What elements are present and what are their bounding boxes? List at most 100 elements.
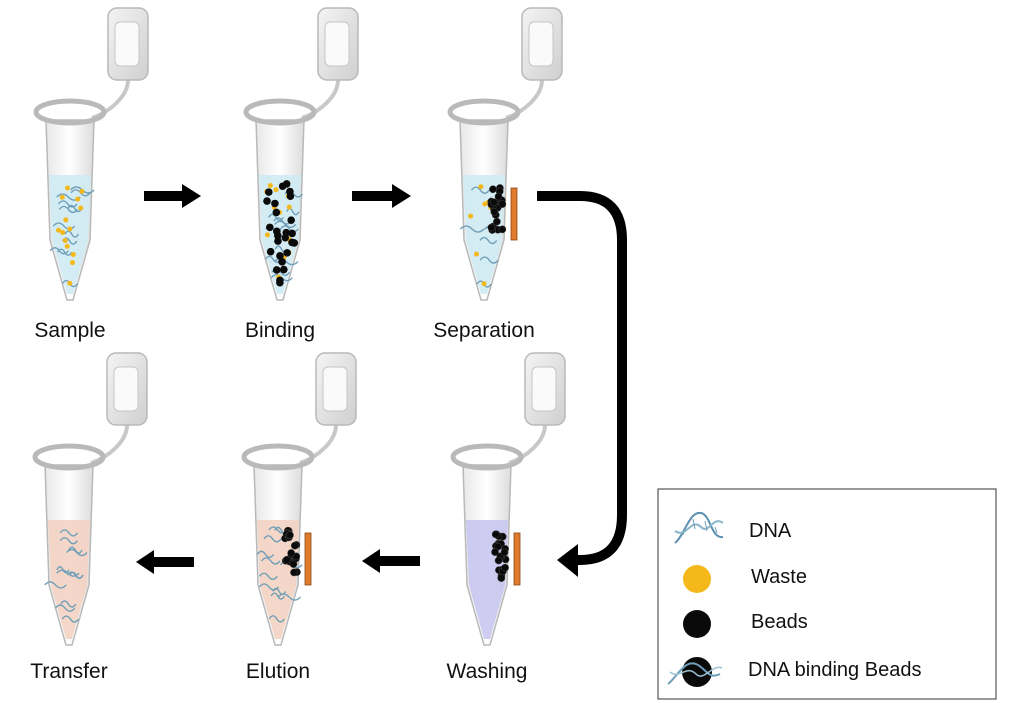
tube-rim <box>447 98 521 126</box>
bound-bead <box>290 541 299 550</box>
tube-cap-inner <box>322 366 348 412</box>
dna-strand <box>273 217 292 225</box>
tube-rim <box>450 443 524 471</box>
arrow-separation-to-washing <box>537 191 627 577</box>
legend-label-beads: Beads <box>751 611 808 633</box>
tube-sample <box>33 7 149 301</box>
bound-bead <box>490 207 499 216</box>
dna-strand <box>59 537 78 545</box>
tube-hinge <box>508 424 547 465</box>
bound-bead <box>493 217 501 226</box>
bound-bead <box>487 223 496 232</box>
waste-dot <box>75 196 81 202</box>
dna-bead-icon <box>667 657 723 687</box>
tube-rim <box>33 98 107 126</box>
tube-hinge <box>505 79 544 120</box>
bead <box>286 192 295 201</box>
waste-dot <box>67 226 73 232</box>
dna-icon <box>674 511 724 544</box>
tube-rim <box>241 443 315 471</box>
dna-strand <box>58 205 79 214</box>
tube-rim <box>243 98 317 126</box>
waste-dot <box>79 188 85 194</box>
bound-bead <box>489 198 498 207</box>
dna-strand <box>277 593 301 601</box>
bound-bead <box>491 530 500 539</box>
dna-strand <box>59 529 79 537</box>
bound-bead <box>289 560 298 568</box>
waste-dot <box>468 213 474 219</box>
arrow-washing-to-elution <box>362 549 420 573</box>
waste-dot <box>60 229 66 235</box>
tubes-group <box>32 7 566 646</box>
tube-cap-inner <box>324 21 350 67</box>
dna-strand <box>280 225 299 233</box>
dna-strand <box>56 566 70 574</box>
waste-dot <box>473 251 479 257</box>
dna-strand <box>57 200 78 208</box>
tube-cap-inner <box>114 21 140 67</box>
waste-dot <box>273 187 279 193</box>
bead <box>287 216 295 224</box>
waste-dot <box>267 183 273 189</box>
bead <box>288 229 296 238</box>
dna-strand <box>64 230 80 238</box>
waste-dot <box>64 243 70 249</box>
tube-cap-inner <box>113 366 139 412</box>
dna-strand <box>54 604 76 612</box>
bead <box>266 223 274 232</box>
step-label-elution: Elution <box>246 660 310 683</box>
waste-dot <box>67 280 73 286</box>
tube-transfer <box>32 352 148 646</box>
dna-strand <box>268 615 285 623</box>
waste-dot <box>59 194 65 200</box>
bead <box>274 237 282 245</box>
legend-label-dna: DNA <box>749 520 792 542</box>
bound-bead <box>501 563 509 572</box>
tube-hinge <box>90 424 129 465</box>
bead <box>271 199 279 208</box>
dna-strand <box>44 581 67 589</box>
bound-bead <box>290 568 298 577</box>
step-label-transfer: Transfer <box>30 660 107 683</box>
bead <box>283 249 291 257</box>
bound-bead <box>491 548 499 556</box>
bead <box>290 239 299 247</box>
arrow-binding-to-separation <box>352 184 411 208</box>
bead <box>276 276 284 285</box>
bead <box>263 197 271 205</box>
dna-strand <box>459 225 485 233</box>
bound-bead <box>498 200 507 208</box>
waste-dot <box>478 184 484 190</box>
bead <box>272 266 281 274</box>
magnet <box>304 532 312 586</box>
bound-bead <box>494 556 503 565</box>
magnet <box>510 187 518 241</box>
dna-strand <box>479 236 498 245</box>
dna-strand <box>256 550 275 559</box>
waste-dot <box>70 260 76 266</box>
bead <box>278 258 286 266</box>
bound-bead <box>286 531 294 539</box>
waste-dot <box>56 227 62 233</box>
legend-box <box>657 488 997 700</box>
bead <box>280 265 288 274</box>
bead <box>273 227 281 236</box>
step-label-binding: Binding <box>245 319 315 342</box>
bead <box>278 182 287 191</box>
waste-dot <box>65 185 71 191</box>
bead-icon <box>683 610 711 638</box>
dna-strand <box>273 257 299 266</box>
dna-strand <box>470 186 490 194</box>
dna-strand <box>57 248 73 256</box>
tube-cap-inner <box>528 21 554 67</box>
bead <box>276 252 284 260</box>
legend-label-waste: Waste <box>751 566 807 588</box>
arrow-elution-to-transfer <box>136 550 194 574</box>
bound-bead <box>497 574 506 582</box>
tube-liquid <box>48 520 90 639</box>
waste-dot <box>78 205 84 211</box>
dna-strand <box>270 592 285 600</box>
tube-binding <box>243 7 359 301</box>
